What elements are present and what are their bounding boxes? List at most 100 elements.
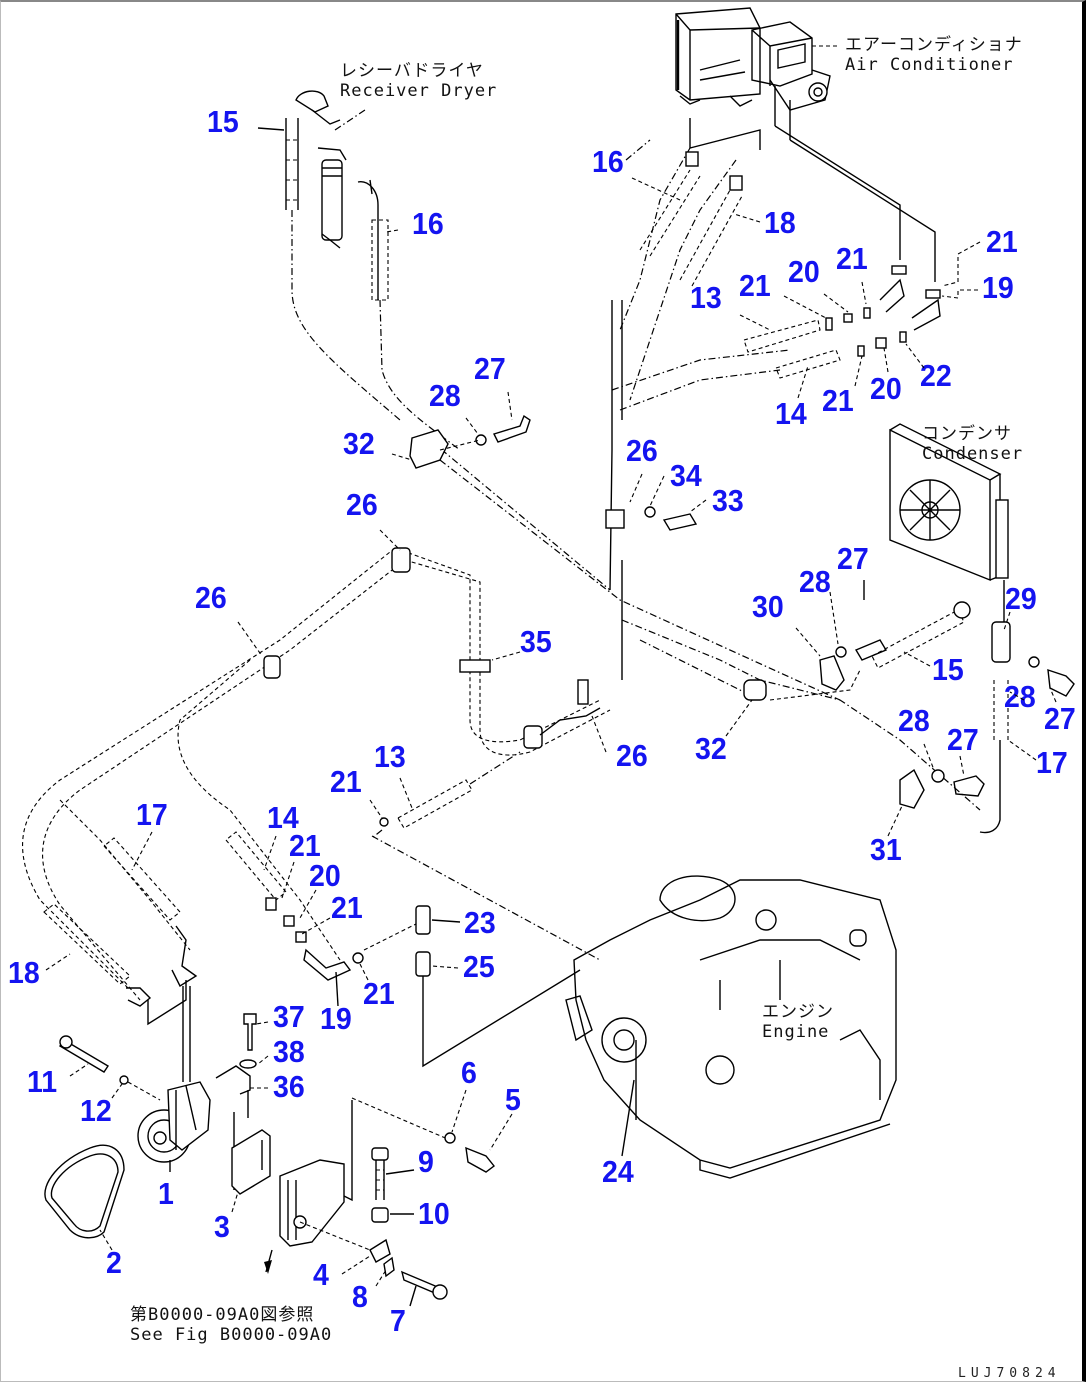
hose-13-14-right[interactable]: [743, 265, 941, 379]
callout-part-35[interactable]: 35: [520, 624, 552, 659]
callout-part-1[interactable]: 1: [158, 1176, 174, 1211]
callout-part-12[interactable]: 12: [80, 1093, 112, 1128]
callout-part-28[interactable]: 28: [429, 378, 461, 413]
callout-part-33[interactable]: 33: [712, 483, 744, 518]
callout-part-19[interactable]: 19: [320, 1001, 352, 1036]
callout-part-2[interactable]: 2: [106, 1245, 122, 1280]
callout-part-21[interactable]: 21: [330, 764, 362, 799]
callout-part-31[interactable]: 31: [870, 832, 902, 867]
condenser-unit[interactable]: [889, 423, 1009, 640]
callout-part-3[interactable]: 3: [214, 1209, 230, 1244]
engine-caption: エンジン Engine: [762, 1002, 834, 1042]
callout-part-5[interactable]: 5: [505, 1082, 521, 1117]
bracket-4-mount[interactable]: [264, 1097, 451, 1274]
callout-part-20[interactable]: 20: [788, 254, 820, 289]
callout-part-7[interactable]: 7: [390, 1303, 406, 1338]
callout-part-29[interactable]: 29: [1005, 581, 1037, 616]
callout-part-27[interactable]: 27: [837, 541, 869, 576]
callout-part-21[interactable]: 21: [986, 224, 1018, 259]
see-figure-caption-en: See Fig B0000-09A0: [130, 1324, 333, 1345]
callout-part-21[interactable]: 21: [739, 268, 771, 303]
callout-part-19[interactable]: 19: [982, 270, 1014, 305]
air-conditioner-unit[interactable]: [675, 7, 838, 140]
see-figure-caption: 第B0000-09A0図参照 See Fig B0000-09A0: [130, 1305, 333, 1345]
callout-part-28[interactable]: 28: [898, 703, 930, 738]
callout-part-26[interactable]: 26: [195, 580, 227, 615]
callout-part-17[interactable]: 17: [136, 797, 168, 832]
callout-part-36[interactable]: 36: [273, 1069, 305, 1104]
callout-part-18[interactable]: 18: [8, 955, 40, 990]
hose-17-lower[interactable]: [103, 837, 198, 988]
callout-part-16[interactable]: 16: [592, 144, 624, 179]
bracket-31[interactable]: [899, 768, 985, 809]
callout-part-10[interactable]: 10: [418, 1196, 450, 1231]
callout-part-17[interactable]: 17: [1036, 745, 1068, 780]
callout-part-38[interactable]: 38: [273, 1034, 305, 1069]
callout-part-6[interactable]: 6: [461, 1055, 477, 1090]
hose-15-right[interactable]: [819, 601, 971, 691]
receiver-dryer[interactable]: [295, 90, 366, 249]
washer-6-bolt-5[interactable]: [444, 1132, 495, 1173]
clamp-32-right[interactable]: [743, 679, 767, 701]
callout-part-14[interactable]: 14: [267, 800, 299, 835]
callout-part-21[interactable]: 21: [289, 828, 321, 863]
callout-part-16[interactable]: 16: [412, 206, 444, 241]
compressor[interactable]: [137, 1081, 211, 1163]
callout-part-32[interactable]: 32: [343, 426, 375, 461]
hose-17-right[interactable]: [979, 621, 1075, 834]
callout-part-15[interactable]: 15: [932, 652, 964, 687]
hose-13-lower[interactable]: [379, 751, 521, 829]
callout-part-11[interactable]: 11: [27, 1064, 58, 1099]
callout-part-22[interactable]: 22: [920, 358, 952, 393]
callout-part-21[interactable]: 21: [331, 890, 363, 925]
condenser-caption: コンデンサ Condenser: [922, 424, 1023, 464]
callout-part-13[interactable]: 13: [374, 739, 406, 774]
bracket-32-upper[interactable]: [409, 414, 531, 469]
callout-part-21[interactable]: 21: [822, 383, 854, 418]
callout-part-9[interactable]: 9: [418, 1144, 434, 1179]
hose-16-right[interactable]: [639, 151, 701, 257]
bolt-11-washer-12[interactable]: [59, 1035, 161, 1101]
callout-part-24[interactable]: 24: [602, 1154, 634, 1189]
callout-part-18[interactable]: 18: [764, 205, 796, 240]
callout-part-34[interactable]: 34: [670, 458, 702, 493]
callout-part-4[interactable]: 4: [313, 1257, 329, 1292]
callout-part-21[interactable]: 21: [836, 241, 868, 276]
callout-part-20[interactable]: 20: [870, 371, 902, 406]
callout-part-26[interactable]: 26: [616, 738, 648, 773]
callout-part-15[interactable]: 15: [207, 104, 239, 139]
suction-pipe-loop[interactable]: [22, 547, 611, 1001]
callout-part-27[interactable]: 27: [1044, 701, 1076, 736]
callout-part-14[interactable]: 14: [775, 396, 807, 431]
hose-18-right[interactable]: [679, 175, 743, 287]
callout-part-37[interactable]: 37: [273, 999, 305, 1034]
callout-part-28[interactable]: 28: [1004, 679, 1036, 714]
hose-15-upper[interactable]: [285, 118, 401, 421]
callout-part-28[interactable]: 28: [799, 564, 831, 599]
fitting-23-25[interactable]: [363, 905, 581, 1068]
bracket-3[interactable]: [231, 1129, 271, 1195]
engine[interactable]: [565, 875, 897, 1179]
hose-16-upper[interactable]: [357, 179, 461, 451]
callout-part-32[interactable]: 32: [695, 731, 727, 766]
hose-18-lower[interactable]: [43, 903, 152, 1007]
bolt-9-nut-10[interactable]: [371, 1147, 389, 1223]
callout-part-13[interactable]: 13: [690, 280, 722, 315]
callout-part-8[interactable]: 8: [352, 1279, 368, 1314]
callout-part-25[interactable]: 25: [463, 949, 495, 984]
callout-part-30[interactable]: 30: [752, 589, 784, 624]
callout-part-27[interactable]: 27: [474, 351, 506, 386]
callout-part-27[interactable]: 27: [947, 722, 979, 757]
receiver-dryer-caption: レシーバドライヤ Receiver Dryer: [340, 61, 497, 101]
callout-part-26[interactable]: 26: [626, 433, 658, 468]
hose-14-lower[interactable]: [225, 831, 364, 981]
callout-part-20[interactable]: 20: [309, 858, 341, 893]
clamp-26-center[interactable]: [605, 506, 698, 531]
air-conditioner-caption-en: Air Conditioner: [845, 54, 1014, 75]
callout-part-23[interactable]: 23: [464, 905, 496, 940]
callout-part-21[interactable]: 21: [363, 976, 395, 1011]
drive-belt-2[interactable]: [44, 1144, 125, 1239]
plate-4-washer-8-bolt-7[interactable]: [369, 1238, 448, 1300]
callout-part-26[interactable]: 26: [346, 487, 378, 522]
